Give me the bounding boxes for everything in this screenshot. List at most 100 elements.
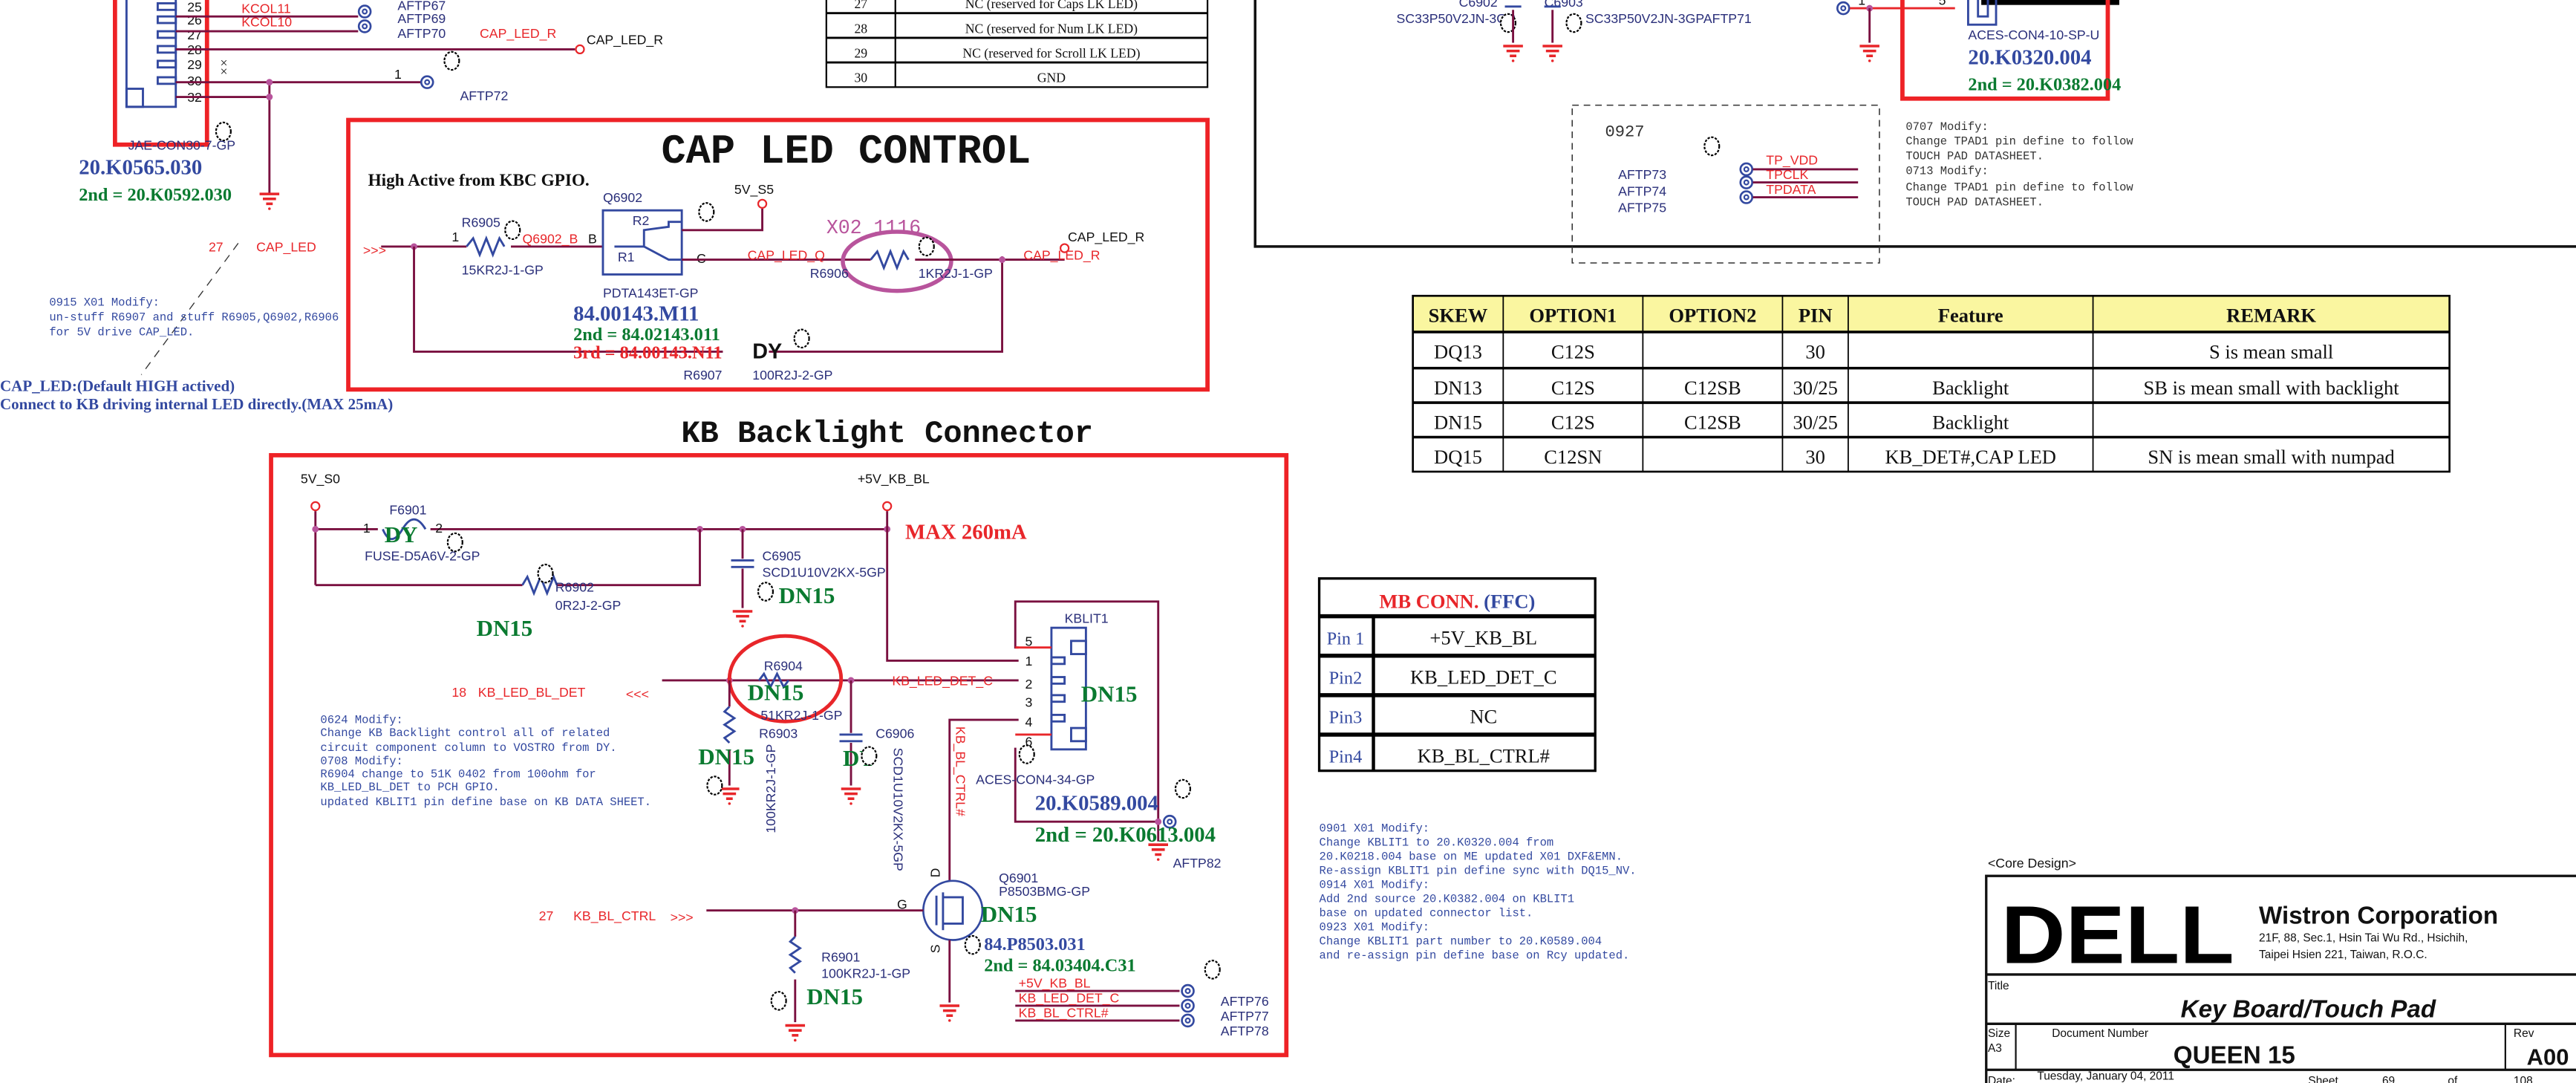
testpoint-icon xyxy=(1739,190,1754,204)
table-cell: DQ13 xyxy=(1434,340,1482,362)
svg-text:>>>: >>> xyxy=(671,910,694,925)
connector-kblit1 xyxy=(1050,626,1087,751)
testpoint-icon xyxy=(1181,998,1195,1013)
aftp82: AFTP82 xyxy=(1173,856,1222,871)
table-header: SKEW xyxy=(1429,305,1488,327)
r6903-value: 100KR2J-1-GP xyxy=(763,744,778,833)
callout-line: Connect to KB driving internal LED direc… xyxy=(0,395,393,413)
note-line: 0923 X01 Modify: xyxy=(1320,921,1430,934)
aftp77: AFTP77 xyxy=(1221,1009,1269,1024)
pin-1: 1 xyxy=(1025,654,1033,669)
table-cell: C12SN xyxy=(1544,446,1602,468)
r6906-ref: R6906 xyxy=(810,266,849,281)
note-line: Change TPAD1 pin define to follow xyxy=(1905,181,2133,195)
table-cell: DN15 xyxy=(1434,411,1482,433)
pin-table: 27 NC (reserved for Caps LK LED) 28 NC (… xyxy=(825,0,1209,88)
tp-net: +5V_KB_BL xyxy=(1019,976,1091,992)
pin-label: Pin3 xyxy=(1329,707,1363,727)
pin-label: Pin 1 xyxy=(1327,628,1365,648)
net-kcol11: KCOL11 xyxy=(241,1,291,16)
svg-text:×: × xyxy=(220,64,227,79)
table-cell: SN is mean small with numpad xyxy=(2148,446,2394,468)
pin-2: 2 xyxy=(1025,677,1033,692)
sheet-ref: 18 xyxy=(451,685,466,700)
table-cell: Backlight xyxy=(1932,411,2009,433)
pin-signal: KB_BL_CTRL# xyxy=(1418,745,1550,767)
pin-27: 27 xyxy=(187,27,202,42)
tp-net: TPDATA xyxy=(1766,182,1816,197)
table-cell: KB_DET#,CAP LED xyxy=(1885,446,2056,468)
r6903-ref: R6903 xyxy=(759,726,798,741)
pin-c: C xyxy=(697,251,706,266)
note-line: Change TPAD1 pin define to follow xyxy=(1905,135,2133,149)
table-cell: NC (reserved for Scroll LK LED) xyxy=(962,45,1140,60)
table-cell: DN13 xyxy=(1434,377,1482,399)
pin-1: 1 xyxy=(1858,0,1865,8)
testpoint-icon xyxy=(1181,1013,1195,1028)
note-line: 0713 Modify: xyxy=(1905,165,1988,178)
note-line: circuit component column to VOSTRO from … xyxy=(320,741,616,755)
tp-net: KB_BL_CTRL# xyxy=(1019,1005,1109,1021)
aftp72: AFTP72 xyxy=(460,88,508,103)
sheet-label: Sheet xyxy=(2308,1075,2338,1083)
mosfet-q6901 xyxy=(922,879,984,941)
top-connector: 25 26 27 28 29 30 32 ×× KCOL11 KCOL10 CA… xyxy=(79,0,663,212)
testpoint-icon xyxy=(420,75,434,89)
mb-conn-title-a: MB CONN. xyxy=(1379,591,1478,613)
note-line: Add 2nd source 20.K0382.004 on KBLIT1 xyxy=(1320,893,1574,906)
note-line: KB_LED_BL_DET to PCH GPIO. xyxy=(320,781,499,794)
size-value: A3 xyxy=(1988,1042,2002,1055)
table-cell: NC (reserved for Num LK LED) xyxy=(965,21,1138,36)
q6901-part: P8503BMG-GP xyxy=(999,884,1090,899)
note-line: 20.K0218.004 base on ME updated X01 DXF&… xyxy=(1320,851,1623,864)
svg-text:>>>: >>> xyxy=(363,243,386,258)
dn15-tag: DN15 xyxy=(698,744,754,770)
transistor-q6902 xyxy=(601,209,683,276)
resistor-r6901 xyxy=(788,936,803,974)
address-1: 21F, 88, Sec.1, Hsin Tai Wu Rd., Hsichih… xyxy=(2259,932,2468,945)
note-line: 0901 X01 Modify: xyxy=(1320,822,1430,835)
table-cell: C12S xyxy=(1551,411,1595,433)
note-line: 0624 Modify: xyxy=(320,713,402,726)
q6901-ref: Q6901 xyxy=(999,871,1038,885)
f6901-ref: F6901 xyxy=(389,502,426,517)
of-label: of xyxy=(2448,1075,2458,1083)
note-line: un-stuff R6907 and stuff R6905,Q6902,R69… xyxy=(49,310,339,324)
table-cell: DQ15 xyxy=(1434,446,1482,468)
table-header: OPTION1 xyxy=(1529,305,1617,327)
net-kb-bl-ctrl-hash: KB_BL_CTRL# xyxy=(953,726,968,816)
sheet-ref: 27 xyxy=(209,240,224,255)
dn15-tag: DN15 xyxy=(1081,681,1138,707)
r6907-value: 100R2J-2-GP xyxy=(752,368,832,383)
tp-net: KB_LED_DET_C xyxy=(1019,991,1120,1006)
docnum-value: QUEEN 15 xyxy=(2174,1041,2295,1069)
table-header: REMARK xyxy=(2226,305,2316,327)
note-line: Change KBLIT1 part number to 20.K0589.00… xyxy=(1320,935,1602,949)
size-label: Size xyxy=(1988,1027,2010,1040)
table-header: Feature xyxy=(1938,305,2003,327)
note-line: for 5V drive CAP_LED. xyxy=(49,325,194,339)
aftp74: AFTP74 xyxy=(1618,183,1666,198)
table-cell: 29 xyxy=(854,45,867,60)
q-part-number-3rd: 3rd = 84.00143.N11 xyxy=(573,342,722,362)
pin-26: 26 xyxy=(187,13,202,27)
tp-net: TPCLK xyxy=(1766,167,1808,182)
address-2: Taipei Hsien 221, Taiwan, R.O.C. xyxy=(2259,949,2427,961)
net-kb-led-bl-det: KB_LED_BL_DET xyxy=(478,685,586,700)
table-cell: C12SB xyxy=(1684,377,1741,399)
table-header: PIN xyxy=(1799,305,1833,327)
dn15-tag: DN15 xyxy=(748,679,804,705)
table-cell: 28 xyxy=(854,21,867,36)
part-number-2nd: 2nd = 20.K0592.030 xyxy=(79,185,232,205)
testpoint-icon xyxy=(1181,983,1195,998)
pin-signal: +5V_KB_BL xyxy=(1429,626,1537,648)
table-cell: C12S xyxy=(1551,340,1595,362)
offpage-cap-led-r: CAP_LED_R xyxy=(1068,230,1144,245)
sheet-ref: 27 xyxy=(539,908,554,923)
note-line: and re-assign pin define base on Rcy upd… xyxy=(1320,949,1630,963)
table-cell: 30 xyxy=(854,71,867,85)
touchpad-block: C6902 C6903 SC33P50V2JN-3GP SC33P50V2JN-… xyxy=(1253,0,2576,264)
touchpad-conn-pn-2nd: 2nd = 20.K0382.004 xyxy=(1968,75,2121,95)
sheet-title: Key Board/Touch Pad xyxy=(2181,995,2436,1023)
